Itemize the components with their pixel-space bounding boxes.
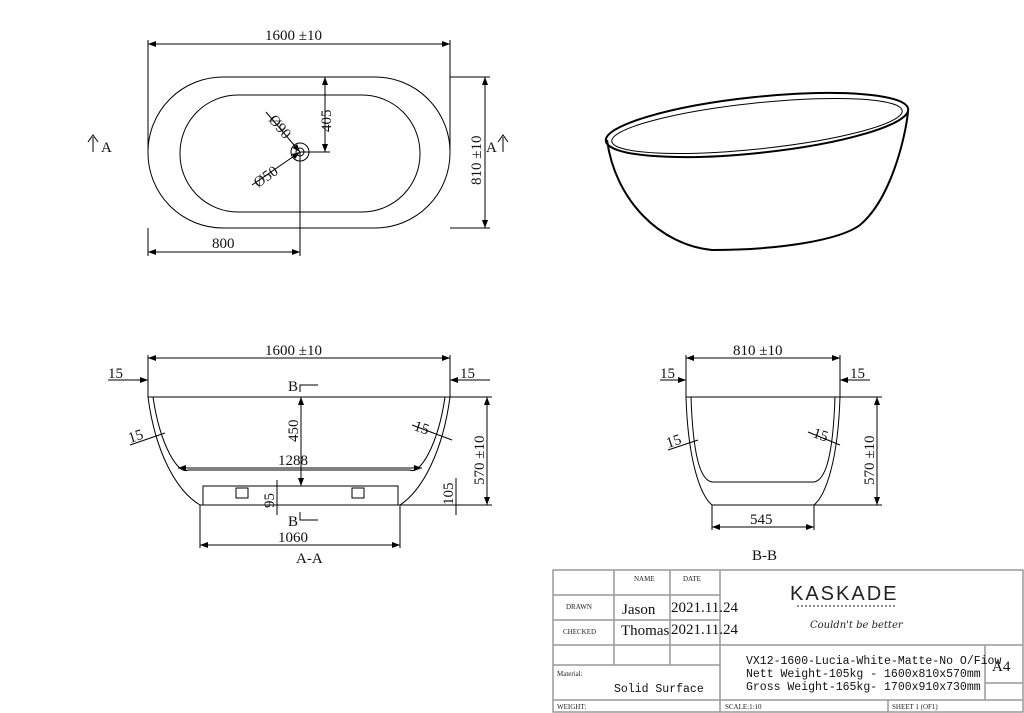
section-aa-title: A-A	[296, 551, 323, 567]
date-header: DATE	[683, 575, 701, 583]
section-aa: 1600 ±10 15 15 15 15 450 1288 570 ±10 95…	[108, 343, 492, 567]
aa-wall-left: 15	[108, 366, 123, 382]
aa-floor-width: 1288	[278, 453, 308, 469]
section-mark-left: A	[101, 140, 112, 156]
aa-base-gap: 95	[262, 493, 278, 508]
top-depth-dim: 810 ±10	[469, 136, 485, 185]
section-bb-title: B-B	[752, 548, 777, 564]
aa-wall-right: 15	[460, 366, 475, 382]
aa-base-height: 105	[441, 483, 457, 506]
drawn-label: DRAWN	[566, 603, 592, 611]
checked-name: Thomas	[621, 623, 669, 639]
product-name: VX12-1600-Lucia-White-Matte-No O/Fiow	[746, 655, 1001, 668]
scale-label: SCALE:1:10	[725, 703, 762, 711]
top-width-dim: 1600 ±10	[265, 28, 322, 44]
perspective-view	[604, 91, 910, 252]
section-mark-right: A	[486, 140, 497, 156]
checked-date: 2021.11.24	[671, 622, 738, 638]
drain-offset-dim: 405	[319, 110, 335, 133]
bb-wall-side-right: 15	[811, 426, 830, 446]
drawn-name: Jason	[622, 602, 656, 618]
title-block: NAME DATE DRAWN Jason 2021.11.24 CHECKED…	[552, 569, 1024, 713]
bb-width-dim: 810 ±10	[733, 343, 782, 359]
aa-width-dim: 1600 ±10	[265, 343, 322, 359]
material-label: Material:	[557, 670, 583, 678]
half-width-dim: 800	[212, 236, 235, 252]
top-view: 1600 ±10 810 ±10 405 800 Ø90 Ø50 A A	[87, 28, 509, 256]
aa-section-b-bottom: B	[288, 514, 298, 530]
paper-size: A4	[992, 659, 1011, 675]
bb-base-width: 545	[750, 512, 773, 528]
brand-tagline: Couldn't be better	[810, 620, 904, 631]
gross-weight: Gross Weight-165kg- 1700x910x730mm	[746, 681, 981, 694]
bb-height-dim: 570 ±10	[862, 436, 878, 485]
aa-section-b-top: B	[288, 379, 298, 395]
section-bb: 810 ±10 15 15 15 15 570 ±10 545 B-B	[660, 343, 882, 564]
bb-wall-right: 15	[850, 366, 865, 382]
bb-wall-side-left: 15	[664, 432, 683, 452]
aa-height-dim: 570 ±10	[472, 436, 488, 485]
aa-wall-side-left: 15	[126, 427, 145, 447]
checked-label: CHECKED	[563, 628, 596, 636]
brand-logo: KASKADE	[790, 583, 898, 605]
bb-wall-left: 15	[660, 366, 675, 382]
drain-outer-dia: Ø90	[265, 112, 294, 142]
weight-label: WEIGHT:	[557, 703, 586, 711]
material-value: Solid Surface	[614, 683, 704, 696]
drawn-date: 2021.11.24	[671, 600, 738, 616]
name-header: NAME	[634, 575, 655, 583]
nett-weight: Nett Weight-105kg - 1600x810x570mm	[746, 668, 981, 681]
sheet-label: SHEET 1 (OF1)	[892, 703, 938, 711]
aa-base-width: 1060	[278, 530, 308, 546]
aa-depth-dim: 450	[286, 420, 302, 443]
tub-outer-rim	[147, 76, 451, 229]
